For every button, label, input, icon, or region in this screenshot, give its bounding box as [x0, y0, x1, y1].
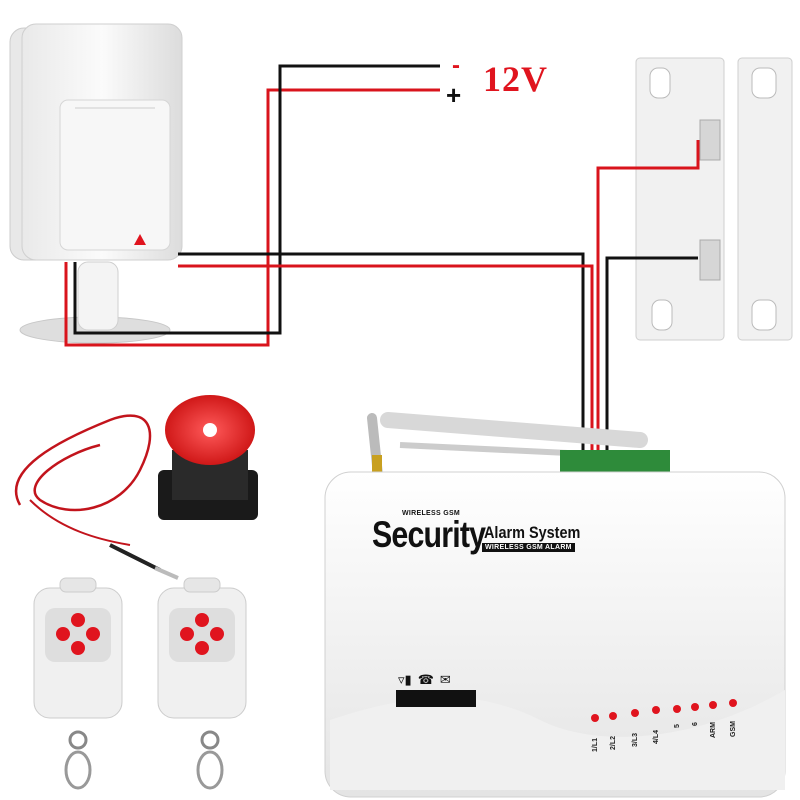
pir-motion-sensor [9, 23, 183, 344]
zone-label-1: 1/L1 [592, 737, 599, 752]
pir-led-icon [134, 234, 146, 245]
signal-icon: ▿▮ [398, 672, 412, 687]
status-icons: ▿▮ ☎ ✉ [398, 672, 451, 688]
zone-label-arm: ARM [710, 722, 717, 738]
zone-label-3: 3/L3 [632, 732, 639, 747]
zone-label-gsm: GSM [730, 721, 737, 737]
zone-label-5: 5 [674, 724, 681, 728]
brand-top-text: WIRELESS GSM [402, 510, 461, 517]
minus-sign: - [452, 52, 460, 79]
brand-main-text: Security [372, 514, 486, 555]
wires [64, 64, 700, 455]
phone-icon: ☎ [417, 672, 434, 687]
siren [14, 395, 258, 580]
brand-alarm-text: Alarm System [484, 523, 581, 542]
zone-label-2: 2/L2 [610, 735, 617, 750]
door-contact-sensor [635, 57, 793, 341]
panel-brand: WIRELESS GSM Security Alarm System WIREL… [372, 510, 580, 556]
lcd-display [396, 690, 476, 707]
zone-leds [591, 699, 737, 722]
voltage-label: 12V [483, 59, 548, 99]
remote-control-right [157, 577, 247, 790]
zone-label-6: 6 [692, 722, 699, 726]
plus-sign: + [446, 80, 462, 110]
brand-sub-text: WIRELESS GSM ALARM [482, 543, 575, 552]
zone-label-4: 4/L4 [653, 729, 660, 744]
remote-control-left [33, 577, 123, 790]
alarm-control-panel [324, 412, 786, 798]
envelope-icon: ✉ [439, 672, 451, 687]
siren-center-icon [203, 423, 217, 437]
